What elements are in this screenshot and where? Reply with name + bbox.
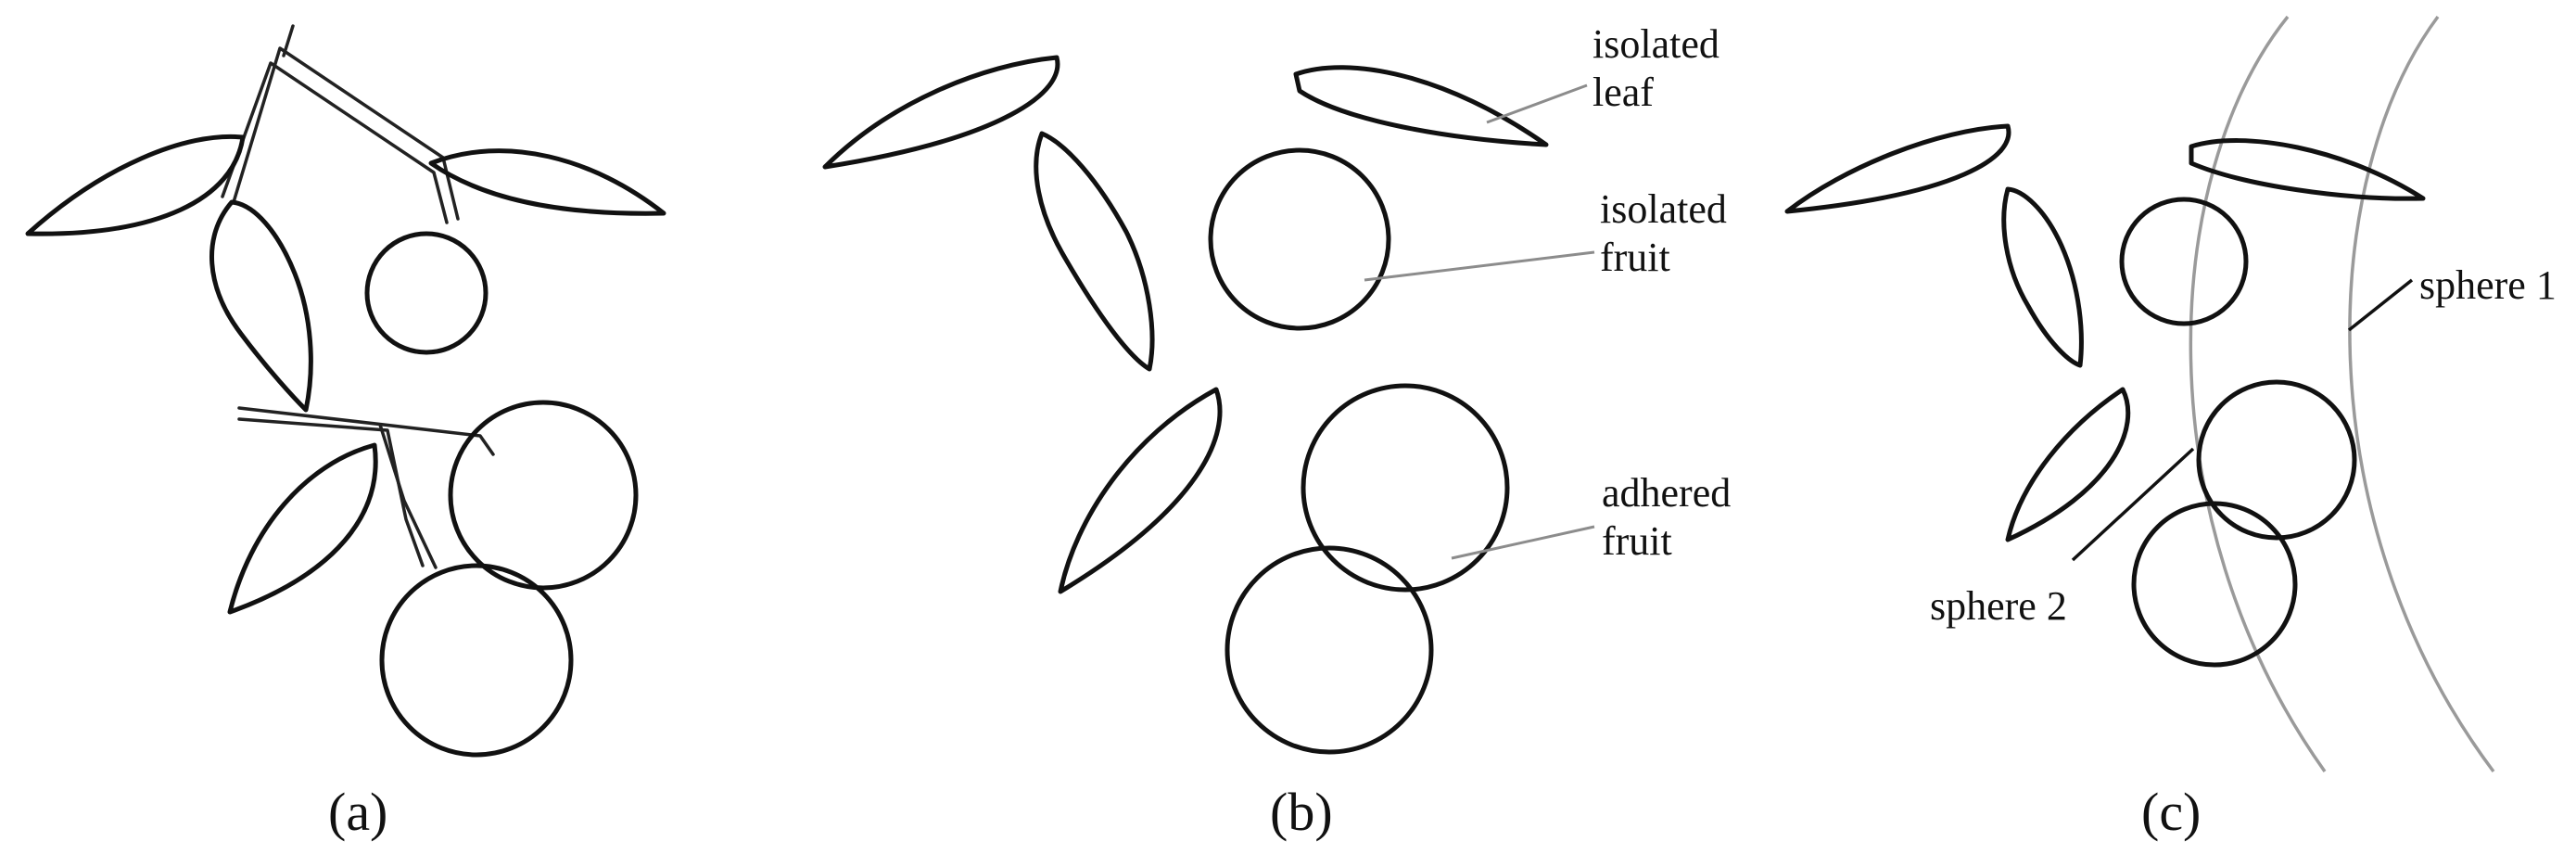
adhered-fruit-top — [1301, 383, 1510, 593]
leaf-middle — [1034, 131, 1155, 372]
isolated-fruit — [1208, 147, 1391, 331]
label-sphere-2: sphere 2 — [1930, 583, 2067, 629]
panel-a-caption: (a) — [328, 782, 387, 842]
leader-isolated-leaf — [1486, 83, 1588, 124]
panel-c: sphere 1 sphere 2 (c) — [1784, 15, 2557, 842]
label-isolated-leaf: isolated leaf — [1593, 21, 1730, 115]
leaf-c-middle — [2001, 186, 2084, 368]
label-adhered-fruit-line1: adhered — [1602, 470, 1731, 516]
label-isolated-leaf-line2: leaf — [1593, 70, 1654, 115]
leaf-c-lower — [2005, 387, 2131, 542]
leaf-c-top-left — [1784, 123, 2011, 214]
fruit-middle — [448, 400, 639, 591]
fruit-top — [364, 231, 489, 355]
isolated-leaf-top-right — [1293, 65, 1549, 147]
label-isolated-leaf-line1: isolated — [1593, 21, 1719, 67]
leaf-lower-left — [227, 442, 378, 615]
upper-stem — [221, 24, 460, 224]
panel-a: (a) — [25, 24, 666, 842]
label-adhered-fruit: adhered fruit — [1602, 470, 1741, 564]
fruit-c-middle — [2196, 379, 2357, 541]
panel-c-caption: (c) — [2141, 782, 2201, 842]
panel-b: isolated leaf isolated fruit adhered fru… — [822, 21, 1741, 842]
label-isolated-fruit-line2: fruit — [1600, 235, 1670, 280]
label-adhered-fruit-line2: fruit — [1602, 518, 1672, 564]
isolated-leaf-top-left — [822, 55, 1060, 170]
adhered-fruit-bottom — [1225, 545, 1434, 755]
sphere-1-arc — [2348, 15, 2495, 773]
sphere-2-arc — [2189, 15, 2327, 773]
label-isolated-fruit-line1: isolated — [1600, 186, 1727, 232]
leader-isolated-fruit — [1364, 250, 1595, 282]
leader-sphere-1 — [2347, 278, 2414, 332]
leaf-c-top-right — [2189, 138, 2426, 201]
leaf-lower — [1058, 387, 1223, 594]
leader-adhered-fruit — [1451, 525, 1595, 560]
panel-b-caption: (b) — [1270, 782, 1333, 842]
leaf-upper-left — [25, 134, 246, 236]
leaf-upper-right — [428, 148, 666, 216]
fruit-c-bottom — [2131, 501, 2298, 668]
leaf-middle-left — [209, 199, 313, 413]
leader-sphere-2 — [2071, 447, 2195, 562]
label-isolated-fruit: isolated fruit — [1600, 186, 1737, 280]
fruit-bottom — [379, 563, 574, 758]
fruit-c-top — [2119, 197, 2249, 326]
label-sphere-1: sphere 1 — [2419, 262, 2557, 308]
lower-stem — [237, 406, 495, 569]
